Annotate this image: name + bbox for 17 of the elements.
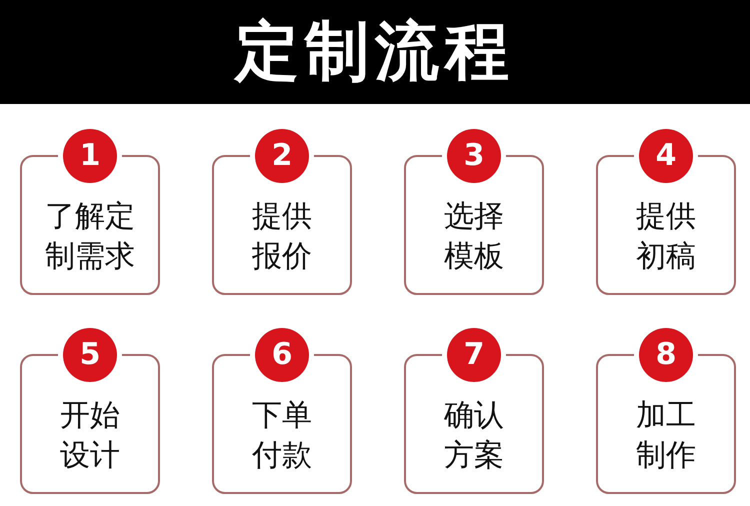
step-number-circle: 8 bbox=[639, 328, 693, 382]
step-label: 提供报价 bbox=[251, 198, 313, 276]
step-label: 了解定制需求 bbox=[44, 198, 136, 276]
step-number-circle: 4 bbox=[639, 129, 693, 183]
step-number-circle: 1 bbox=[63, 129, 117, 183]
step-label: 开始设计 bbox=[59, 397, 121, 475]
page-title: 定制流程 bbox=[235, 16, 515, 88]
step-number-circle: 6 bbox=[255, 328, 309, 382]
step-label: 确认方案 bbox=[443, 397, 505, 475]
step-label: 加工制作 bbox=[635, 397, 697, 475]
step-label: 下单付款 bbox=[251, 397, 313, 475]
step-number-circle: 3 bbox=[447, 129, 501, 183]
step-label: 选择模板 bbox=[443, 198, 505, 276]
step-number-circle: 5 bbox=[63, 328, 117, 382]
step-label: 提供初稿 bbox=[635, 198, 697, 276]
step-number-circle: 2 bbox=[255, 129, 309, 183]
step-number-circle: 7 bbox=[447, 328, 501, 382]
